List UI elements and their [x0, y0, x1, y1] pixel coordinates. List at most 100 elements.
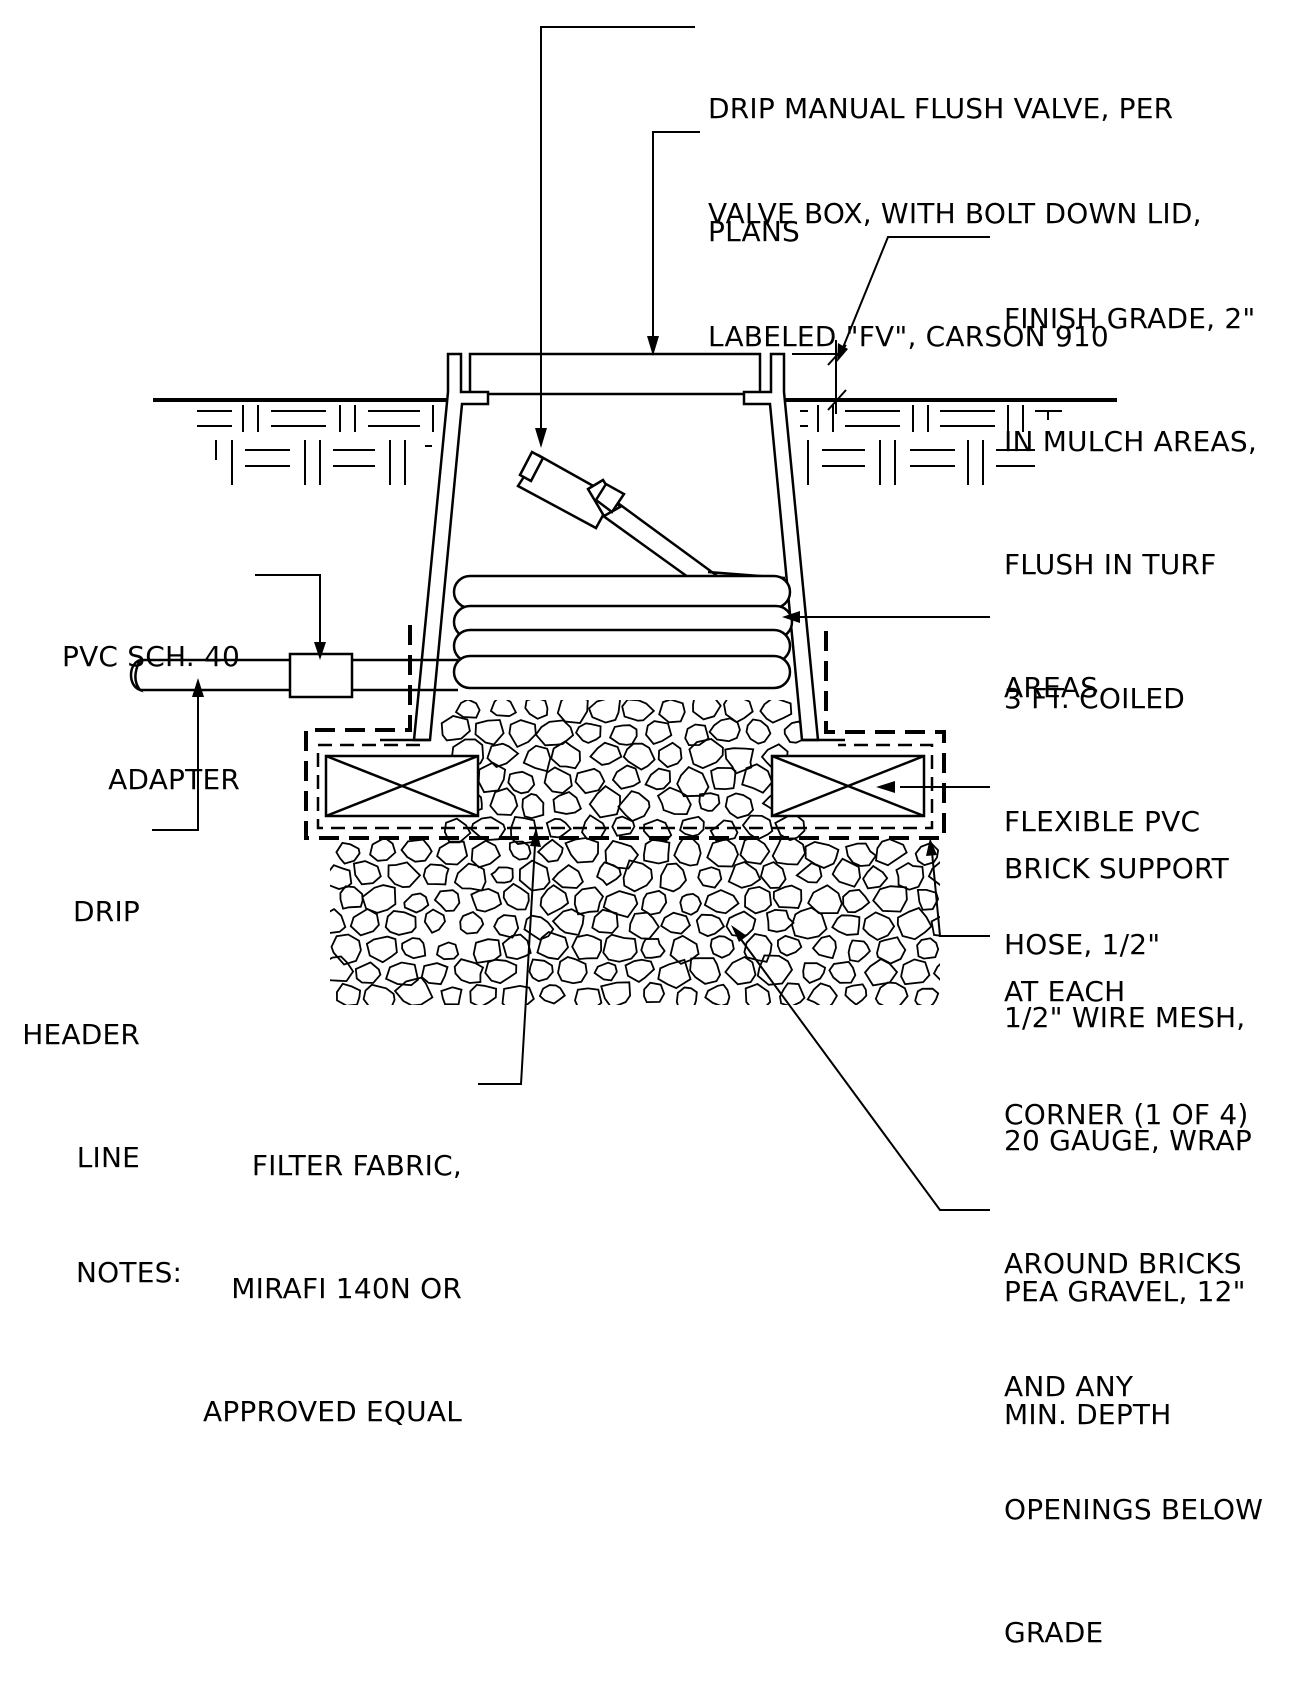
gravel-stone — [628, 911, 660, 940]
gravel-stone — [771, 837, 806, 866]
gravel-stone — [916, 889, 940, 911]
gravel-stone — [896, 906, 933, 941]
gravel-stone — [507, 770, 536, 795]
gravel-stone — [330, 933, 362, 966]
callout-line: HOSE, 1/2" — [1004, 928, 1161, 961]
gravel-stone — [574, 987, 603, 1005]
gravel-stone — [596, 861, 622, 887]
callout-pea-gravel: PEA GRAVEL, 12" MIN. DEPTH — [1004, 1189, 1246, 1476]
gravel-stone — [689, 957, 722, 985]
gravel-stone — [362, 983, 396, 1005]
flush-valve-detail-drawing — [129, 26, 1117, 1211]
gravel-stone — [772, 884, 803, 909]
leader-flush-valve — [540, 26, 695, 430]
gravel-stone — [401, 937, 427, 960]
gravel-stone — [420, 962, 449, 986]
gravel-stone — [523, 914, 555, 941]
gravel-stone — [543, 766, 573, 794]
notes-heading: NOTES: — [76, 1256, 183, 1289]
callout-line: HEADER — [22, 1018, 140, 1051]
gravel-stone — [741, 763, 774, 794]
leader-drip-header — [152, 695, 199, 831]
gravel-stone — [756, 954, 794, 986]
gravel-stone — [361, 884, 397, 914]
gravel-stone — [876, 936, 907, 965]
gravel-stone — [604, 839, 640, 870]
gravel-stone — [574, 767, 606, 795]
gravel-stone — [459, 910, 485, 935]
callout-line: ADAPTER — [108, 763, 240, 796]
gravel-stone — [556, 700, 589, 724]
gravel-stone — [874, 981, 909, 1005]
gravel-stone — [536, 838, 564, 863]
callout-line: BRICK SUPPORT — [1004, 852, 1229, 885]
gravel-stone — [493, 914, 520, 939]
gravel-stone — [697, 866, 723, 889]
gravel-stone — [365, 935, 398, 964]
gravel-stone — [571, 933, 603, 961]
gravel-stone — [842, 888, 871, 914]
gravel-stone — [845, 842, 878, 867]
gravel-stone — [862, 911, 896, 941]
gravel-stone — [704, 983, 731, 1005]
gravel-stone — [640, 889, 668, 916]
gravel-stone — [724, 792, 754, 819]
callout-flush-valve: DRIP MANUAL FLUSH VALVE, PER PLANS — [708, 6, 1173, 293]
pea-gravel-fill — [330, 700, 940, 1005]
gravel-stone — [490, 866, 514, 884]
gravel-stone — [453, 862, 487, 892]
gravel-stone — [710, 766, 737, 791]
wire-mesh — [304, 625, 946, 840]
gravel-stone — [644, 767, 672, 791]
gravel-stone — [403, 892, 430, 914]
gravel-stone — [642, 838, 671, 865]
gravel-stone — [779, 982, 806, 1005]
gravel-stone — [384, 961, 419, 987]
gravel-stone — [602, 890, 639, 919]
gravel-stone — [657, 958, 692, 990]
gravel-stone — [806, 982, 838, 1005]
gravel-stone — [617, 790, 651, 823]
valve-box — [412, 352, 820, 742]
gravel-stone — [422, 863, 450, 886]
gravel-stone — [587, 700, 621, 724]
gravel-stone — [659, 862, 687, 893]
gravel-stone — [676, 766, 710, 798]
gravel-stone — [706, 838, 739, 868]
gravel-stone — [759, 700, 793, 724]
gravel-stone — [932, 963, 940, 981]
gravel-stone — [679, 892, 702, 916]
gravel-stone — [551, 908, 585, 937]
gravel-stone — [384, 910, 417, 936]
gravel-stone — [433, 889, 461, 912]
gravel-stone — [916, 937, 940, 960]
gravel-stone — [508, 719, 537, 749]
gravel-stone — [831, 914, 861, 936]
gravel-stone — [589, 741, 623, 766]
gravel-stone — [502, 882, 530, 911]
gravel-stone — [611, 764, 641, 790]
gravel-stone — [440, 715, 471, 742]
leader-filter-fabric — [478, 844, 536, 1085]
gravel-stone — [551, 863, 584, 889]
gravel-stone — [900, 958, 931, 986]
callout-line: 1/2" WIRE MESH, — [1004, 1001, 1246, 1034]
gravel-stone — [608, 724, 638, 746]
gravel-stone — [895, 861, 925, 891]
gravel-stone — [656, 786, 692, 816]
gravel-stone — [508, 840, 532, 861]
gravel-stone — [573, 886, 605, 916]
gravel-stone — [545, 817, 572, 839]
callout-line: GRADE — [1004, 1616, 1104, 1649]
callout-line: FLUSH IN TURF — [1004, 548, 1217, 581]
gravel-stone — [930, 915, 940, 937]
gravel-stone — [436, 840, 469, 866]
gravel-stone — [501, 984, 535, 1005]
gravel-stone — [708, 717, 741, 743]
gravel-stone — [744, 982, 772, 1005]
pvc-adapter — [288, 652, 354, 699]
gravel-stone — [477, 761, 507, 794]
gravel-stone — [330, 907, 347, 934]
gravel-stone — [536, 930, 569, 961]
gravel-stone — [528, 958, 554, 983]
